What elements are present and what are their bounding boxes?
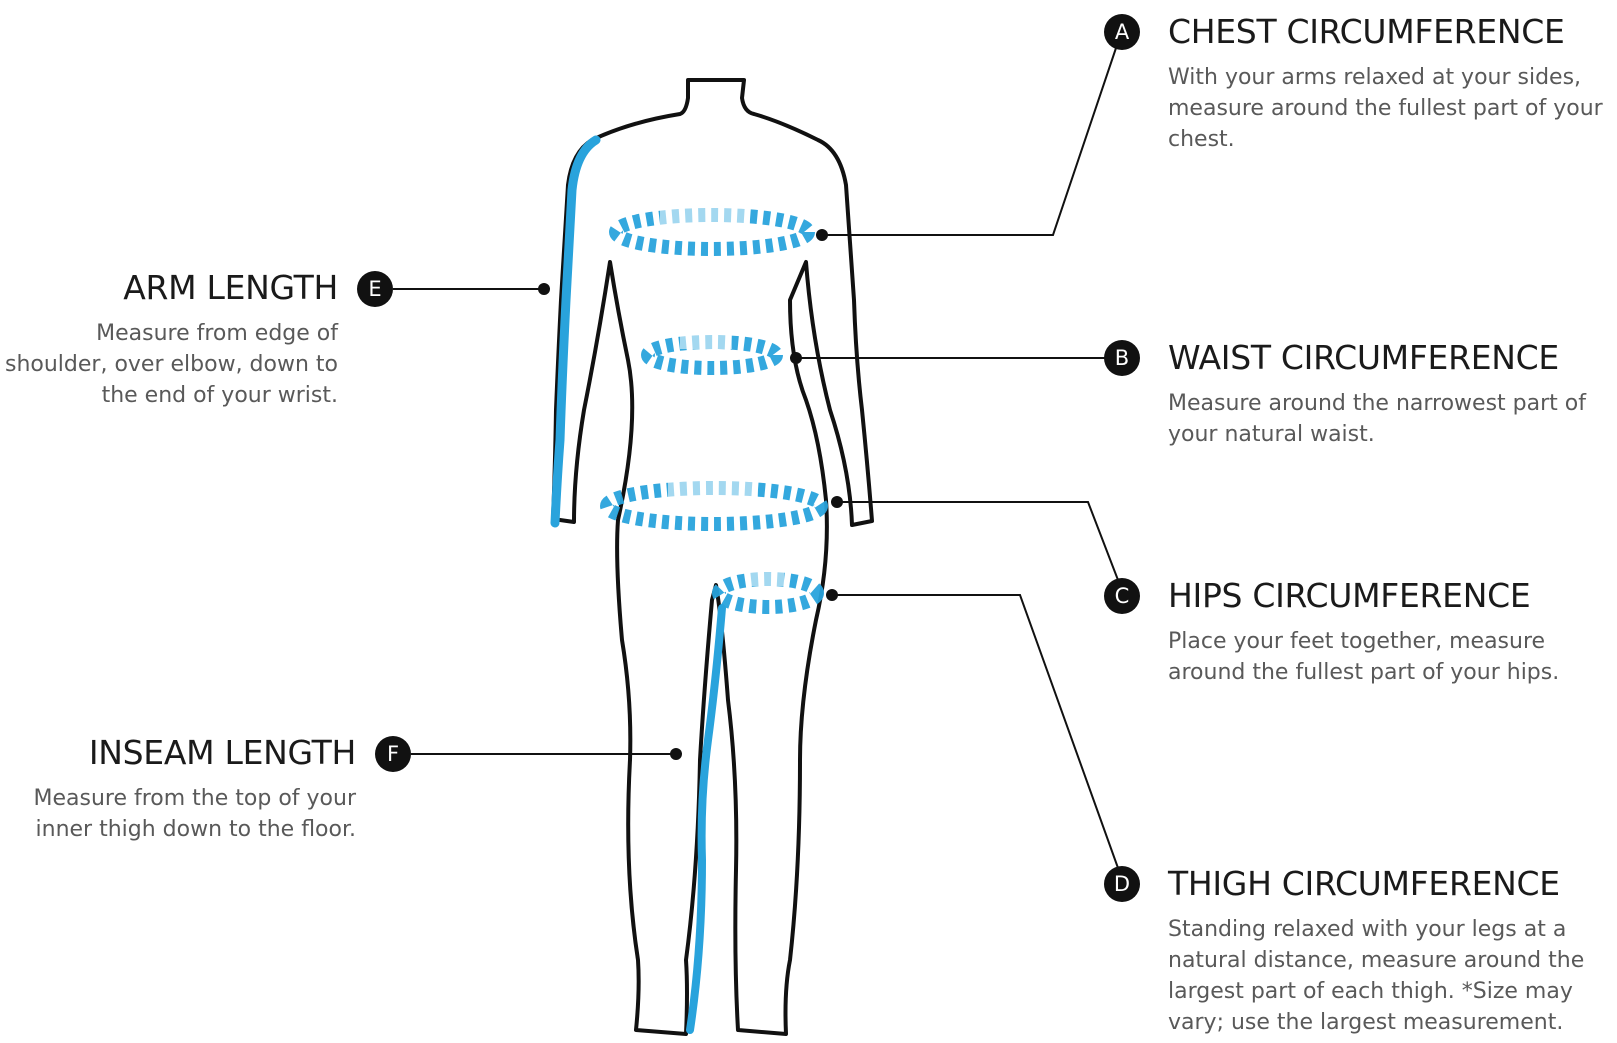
leader-a-dot [816, 229, 828, 241]
leader-d-dot [826, 589, 838, 601]
badge-c: C [1104, 578, 1140, 614]
waist-description: Measure around the narrowest part of you… [1168, 388, 1616, 450]
leader-a [822, 48, 1116, 235]
thigh-title: THIGH CIRCUMFERENCE [1168, 866, 1616, 902]
inseam-block: INSEAM LENGTH Measure from the top of yo… [0, 735, 356, 845]
leader-f-dot [670, 748, 682, 760]
arm-block: ARM LENGTH Measure from edge of shoulder… [0, 270, 338, 411]
badge-b: B [1104, 340, 1140, 376]
chest-block: CHEST CIRCUMFERENCE With your arms relax… [1168, 14, 1616, 155]
badge-f: F [375, 736, 411, 772]
hips-description: Place your feet together, measure around… [1168, 626, 1616, 688]
leader-c-dot [831, 496, 843, 508]
arm-description: Measure from edge of shoulder, over elbo… [0, 318, 338, 411]
badge-d: D [1104, 866, 1140, 902]
thigh-block: THIGH CIRCUMFERENCE Standing relaxed wit… [1168, 866, 1616, 1038]
chest-title: CHEST CIRCUMFERENCE [1168, 14, 1616, 50]
waist-title: WAIST CIRCUMFERENCE [1168, 340, 1616, 376]
waist-ring-fade [680, 335, 732, 349]
chest-description: With your arms relaxed at your sides, me… [1168, 62, 1616, 155]
leader-e-dot [538, 283, 550, 295]
leader-c [837, 502, 1118, 580]
hips-ring-fade [668, 478, 758, 500]
inseam-description: Measure from the top of your inner thigh… [0, 783, 356, 845]
thigh-description: Standing relaxed with your legs at a nat… [1168, 914, 1616, 1038]
hips-block: HIPS CIRCUMFERENCE Place your feet toget… [1168, 578, 1616, 688]
leader-d [832, 595, 1118, 868]
leader-lines [393, 48, 1122, 868]
badge-a: A [1104, 14, 1140, 50]
hips-title: HIPS CIRCUMFERENCE [1168, 578, 1616, 614]
measure-rings [607, 215, 821, 607]
leader-b-dot [790, 352, 802, 364]
badge-e: E [357, 271, 393, 307]
arm-title: ARM LENGTH [0, 270, 338, 306]
chest-ring-fade [660, 205, 750, 227]
waist-block: WAIST CIRCUMFERENCE Measure around the n… [1168, 340, 1616, 450]
inseam-title: INSEAM LENGTH [0, 735, 356, 771]
thigh-ring-fade [748, 570, 784, 586]
